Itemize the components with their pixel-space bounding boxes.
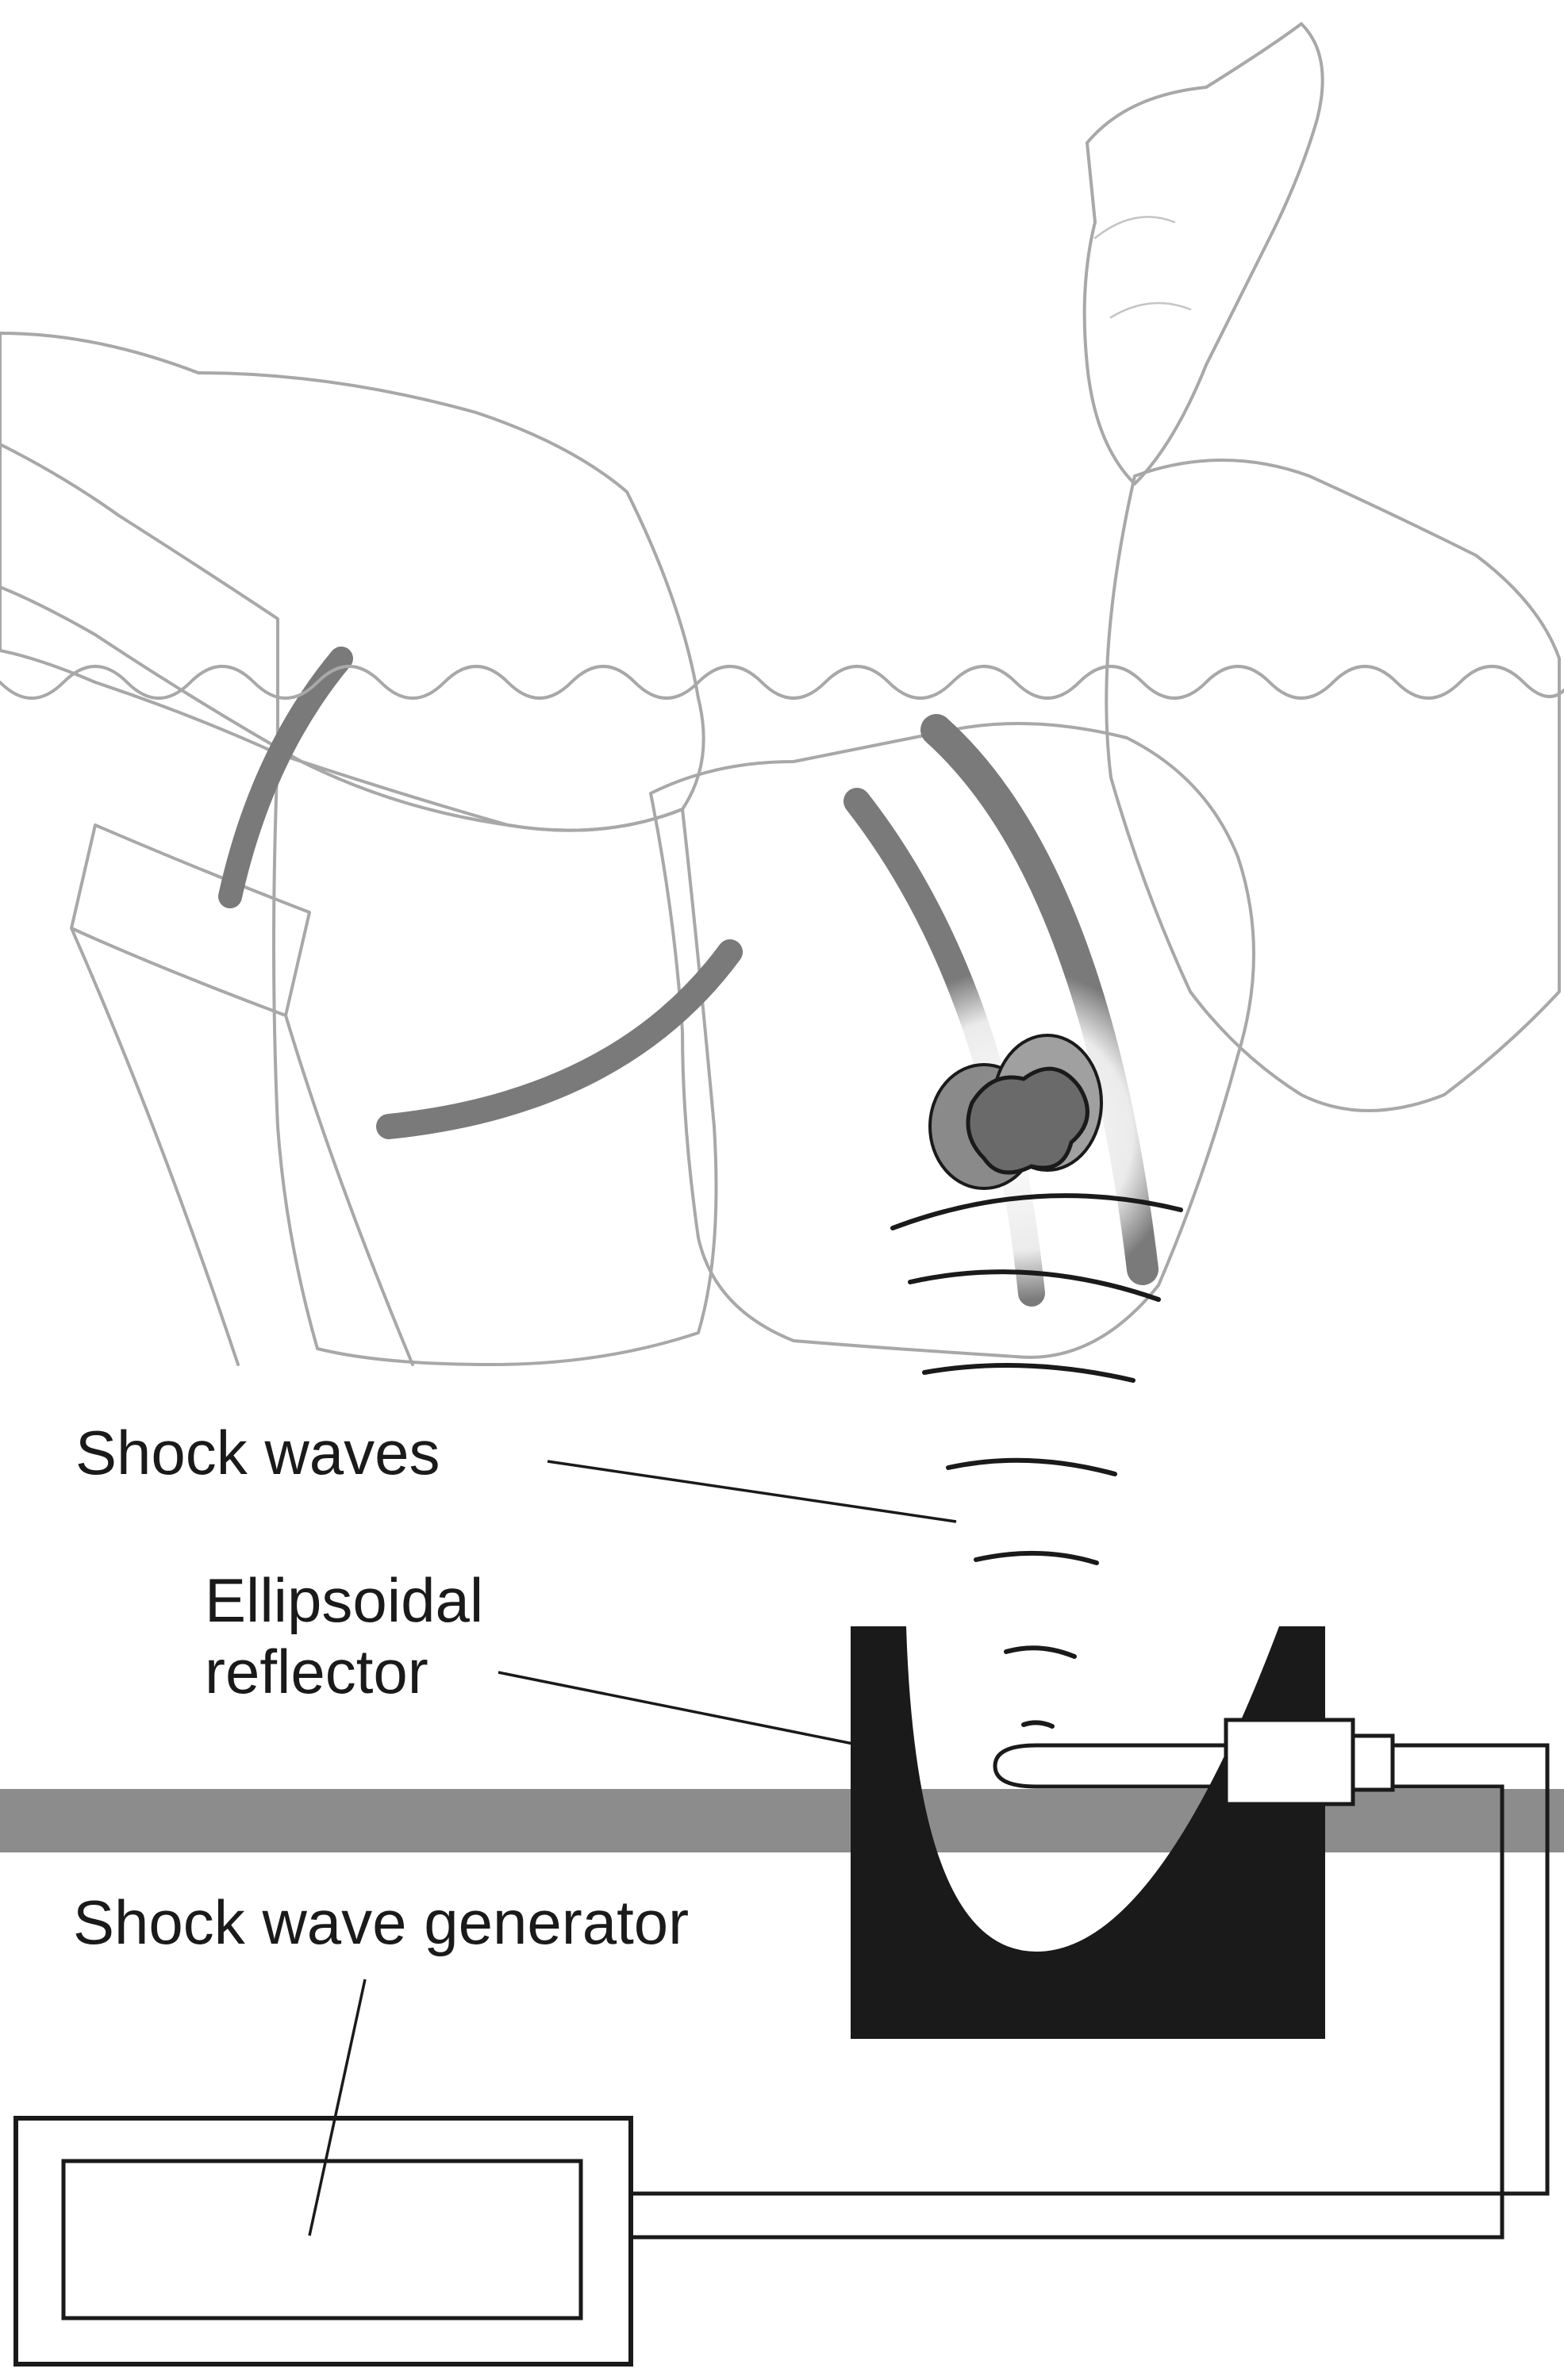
leader-reflector xyxy=(498,1671,862,1747)
label-reflector-line2: reflector xyxy=(205,1637,428,1707)
electrode-assembly xyxy=(631,1718,1550,2240)
patient-sketch-icon xyxy=(0,22,1564,1366)
ellipsoidal-reflector xyxy=(851,1626,1325,2039)
leader-generator xyxy=(308,1979,367,2236)
label-ellipsoidal-reflector: Ellipsoidal reflector xyxy=(205,1564,483,1708)
label-shock-wave-generator: Shock wave generator xyxy=(73,1887,690,1957)
shock-wave-generator xyxy=(13,2116,633,2367)
shock-waves xyxy=(890,1193,1183,1729)
label-reflector-line1: Ellipsoidal xyxy=(205,1565,484,1635)
kidney-stone-icon xyxy=(928,1034,1103,1190)
label-shock-waves: Shock waves xyxy=(75,1418,440,1488)
leader-shock-waves xyxy=(547,1460,957,1523)
